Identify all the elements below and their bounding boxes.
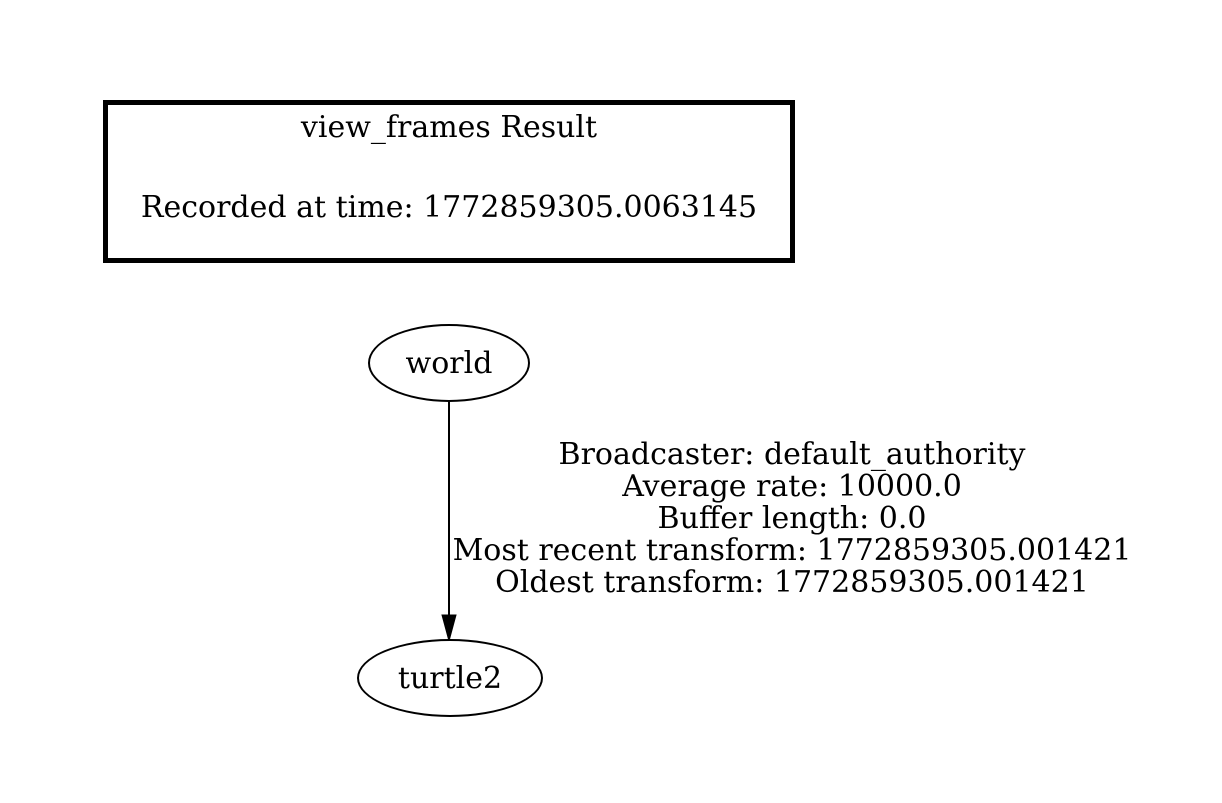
node-world: world — [368, 324, 530, 402]
node-turtle2-label: turtle2 — [397, 660, 503, 696]
edge-label: Broadcaster: default_authority Average r… — [442, 439, 1142, 599]
edge-label-most-recent-transform: Most recent transform: 1772859305.001421 — [452, 533, 1132, 568]
edge-label-oldest-transform: Oldest transform: 1772859305.001421 — [495, 565, 1089, 600]
node-world-label: world — [405, 345, 493, 381]
edge-label-broadcaster: Broadcaster: default_authority — [558, 437, 1026, 472]
edge-label-average-rate: Average rate: 10000.0 — [622, 469, 962, 504]
arrowhead-icon — [441, 614, 457, 643]
legend-title: view_frames Result — [300, 110, 598, 145]
legend-recorded-time: Recorded at time: 1772859305.0063145 — [140, 190, 758, 225]
node-turtle2: turtle2 — [357, 639, 543, 717]
legend-box: view_frames Result Recorded at time: 177… — [103, 100, 795, 263]
edge-label-buffer-length: Buffer length: 0.0 — [657, 501, 927, 536]
